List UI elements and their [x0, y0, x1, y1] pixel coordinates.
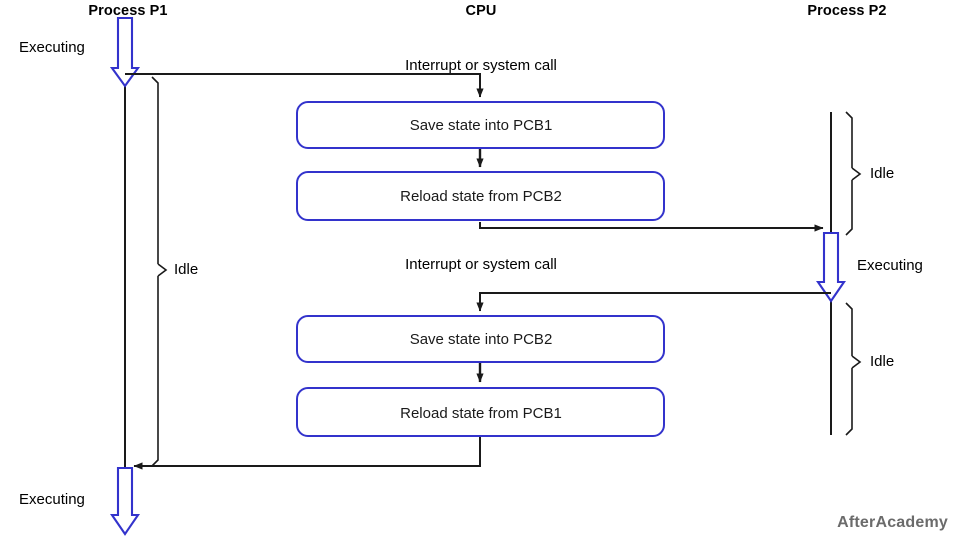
cpu-step-box-1[interactable] — [296, 101, 665, 149]
p2-idle-top-label: Idle — [870, 165, 895, 182]
column-header-p1: Process P1 — [88, 3, 168, 19]
transition-label-1: Interrupt or system call — [405, 57, 557, 74]
p1-idle-bracket — [151, 76, 168, 467]
cpu-to-p2-line — [479, 222, 824, 232]
afteracademy-watermark: AfterAcademy — [837, 514, 948, 531]
cpu-step-box-2[interactable] — [296, 171, 665, 221]
cpu-step-label-1: Save state into PCB1 — [409, 117, 553, 134]
cpu-step-label-3: Save state into PCB2 — [409, 331, 553, 348]
column-header-cpu: CPU — [465, 3, 497, 19]
cpu-step-label-4: Reload state from PCB1 — [400, 405, 562, 422]
cpu-step-box-3[interactable] — [296, 315, 665, 363]
p2-idle-bottom-bracket — [845, 302, 862, 436]
cpu-step-box-4[interactable] — [296, 387, 665, 437]
cpu-to-p1-line — [133, 437, 481, 470]
transition-p2-to-cpu-line — [476, 292, 831, 312]
p1-executing-bottom-label: Executing — [19, 491, 85, 508]
transition-p1-to-cpu-line — [125, 73, 484, 98]
p1-executing-top-label: Executing — [19, 39, 85, 56]
p1-idle-label: Idle — [174, 261, 199, 278]
transition-label-2: Interrupt or system call — [405, 256, 557, 273]
p2-idle-bottom-label: Idle — [870, 353, 895, 370]
p2-idle-top-bracket — [845, 111, 862, 236]
column-header-p2: Process P2 — [807, 3, 887, 19]
p2-executing-arrow — [816, 231, 846, 303]
cpu-step-label-2: Reload state from PCB2 — [400, 188, 562, 205]
p2-executing-label: Executing — [857, 257, 923, 274]
p1-executing-top-arrow — [109, 16, 141, 88]
p1-executing-bottom-arrow — [110, 466, 140, 536]
